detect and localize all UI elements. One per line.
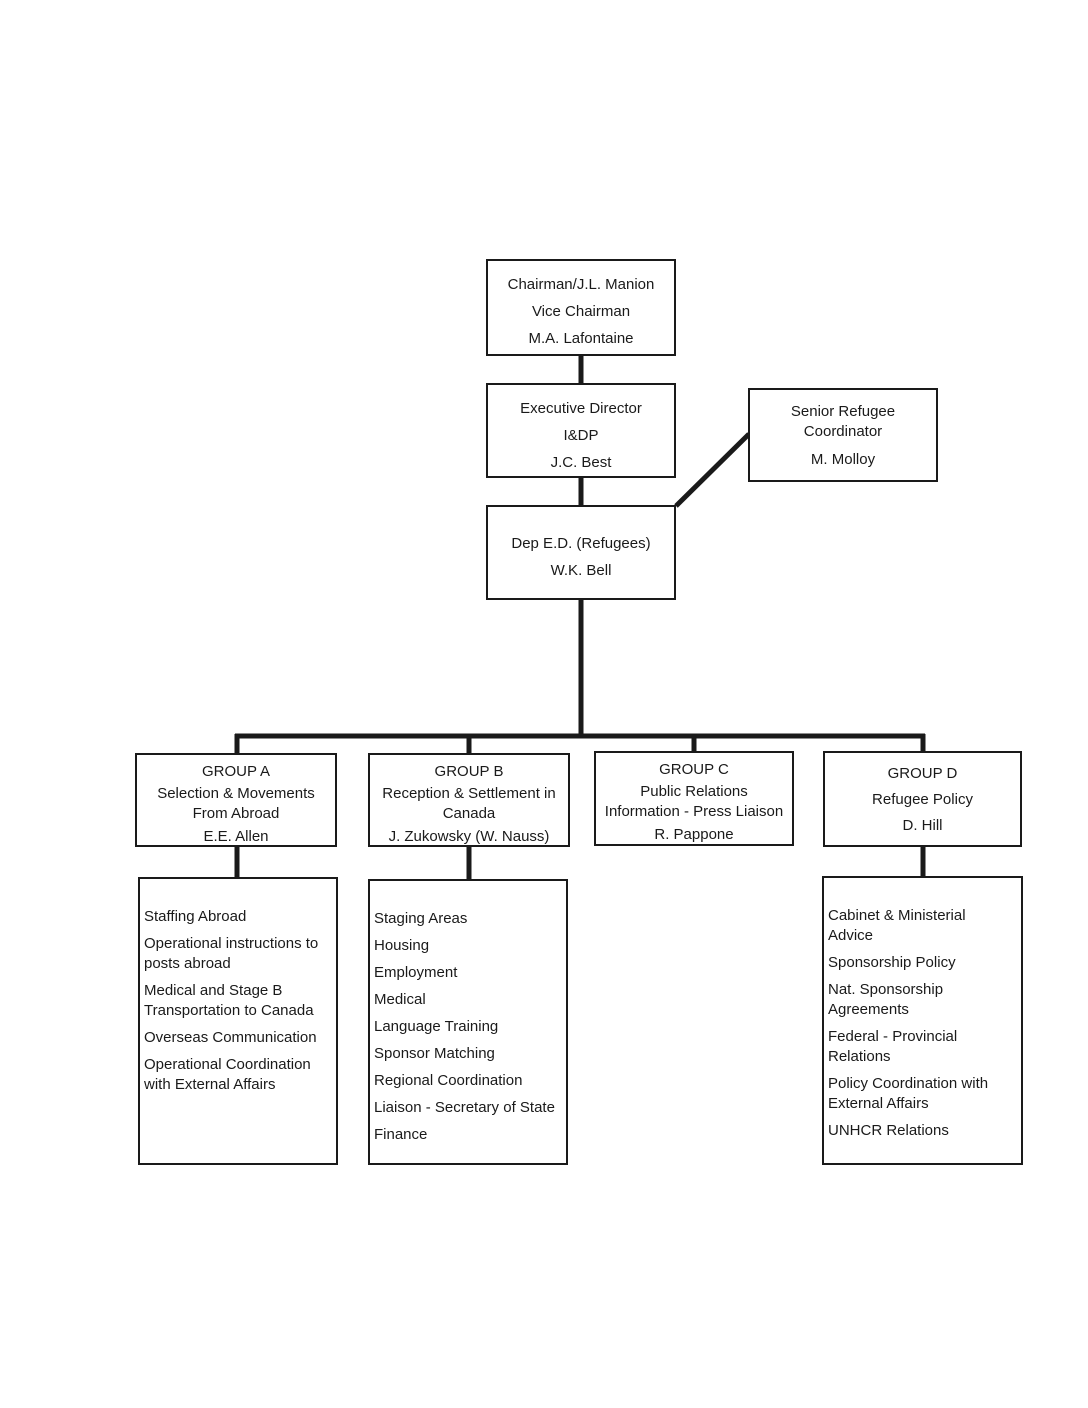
- node-vice-chairman-name: M.A. Lafontaine: [528, 330, 634, 347]
- group-a-title: Selection & Movements From Abroad: [157, 785, 315, 822]
- list-item: Nat. Sponsorship Agreements: [828, 981, 944, 1018]
- group-a-manager: E.E. Allen: [203, 828, 269, 845]
- group-b-title: Reception & Settlement in Canada: [382, 785, 556, 822]
- group-b-function-list: Staging Areas Housing Employment Medical…: [374, 909, 558, 1145]
- group-d-title: Refugee Policy: [872, 791, 973, 808]
- list-item: Sponsor Matching: [374, 1045, 495, 1062]
- node-deputy-ed-refugees: Dep E.D. (Refugees) W.K. Bell: [486, 505, 676, 600]
- connector-src-deped-diagonal: [674, 432, 751, 508]
- group-a-function-list: Staffing Abroad Operational instructions…: [144, 907, 328, 1095]
- group-c-label: GROUP C: [659, 761, 729, 778]
- list-item: Cabinet & Ministerial Advice: [828, 907, 966, 944]
- group-b-functions-box: Staging Areas Housing Employment Medical…: [368, 879, 568, 1165]
- group-b-manager: J. Zukowsky (W. Nauss): [388, 828, 550, 845]
- node-group-b: GROUP B Reception & Settlement in Canada…: [368, 753, 570, 847]
- list-item: Employment: [374, 964, 458, 981]
- node-senior-refugee-coordinator: Senior Refugee Coordinator M. Molloy: [748, 388, 938, 482]
- list-item: Operational instructions to posts abroad: [144, 935, 319, 972]
- node-deped-name: W.K. Bell: [550, 562, 612, 579]
- list-item: Operational Coordination with External A…: [144, 1056, 311, 1093]
- list-item: Finance: [374, 1126, 428, 1143]
- list-item: Overseas Communication: [144, 1029, 317, 1046]
- node-group-c: GROUP C Public Relations Information - P…: [594, 751, 794, 846]
- node-chairman-title: Chairman/J.L. Manion: [507, 276, 655, 293]
- group-a-functions-box: Staffing Abroad Operational instructions…: [138, 877, 338, 1165]
- node-chairman: Chairman/J.L. Manion Vice Chairman M.A. …: [486, 259, 676, 356]
- group-d-functions-box: Cabinet & Ministerial Advice Sponsorship…: [822, 876, 1023, 1165]
- node-group-a: GROUP A Selection & Movements From Abroa…: [135, 753, 337, 847]
- list-item: Policy Coordination with External Affair…: [828, 1075, 989, 1112]
- list-item: Federal - Provincial Relations: [828, 1028, 958, 1065]
- group-a-label: GROUP A: [201, 763, 271, 780]
- list-item: Staffing Abroad: [144, 908, 247, 925]
- list-item: Language Training: [374, 1018, 499, 1035]
- node-group-d: GROUP D Refugee Policy D. Hill: [823, 751, 1022, 847]
- node-executive-director: Executive Director I&DP J.C. Best: [486, 383, 676, 478]
- group-b-label: GROUP B: [434, 763, 504, 780]
- node-exec-dept: I&DP: [563, 427, 599, 444]
- list-item: Housing: [374, 937, 430, 954]
- node-src-name: M. Molloy: [810, 451, 876, 468]
- list-item: Medical: [374, 991, 426, 1008]
- group-c-title: Public Relations Information - Press Lia…: [604, 783, 784, 820]
- group-d-manager: D. Hill: [902, 817, 943, 834]
- group-d-label: GROUP D: [887, 765, 958, 782]
- list-item: Sponsorship Policy: [828, 954, 956, 971]
- group-c-manager: R. Pappone: [654, 826, 734, 843]
- node-exec-name: J.C. Best: [550, 454, 612, 471]
- list-item: Staging Areas: [374, 910, 468, 927]
- node-exec-title: Executive Director: [520, 400, 642, 417]
- list-item: Medical and Stage B Transportation to Ca…: [144, 982, 314, 1019]
- list-item: Regional Coordination: [374, 1072, 523, 1089]
- node-deped-title: Dep E.D. (Refugees): [511, 535, 651, 552]
- list-item: Liaison - Secretary of State: [374, 1099, 555, 1116]
- node-vice-chairman-title: Vice Chairman: [531, 303, 631, 320]
- list-item: UNHCR Relations: [828, 1122, 949, 1139]
- group-d-function-list: Cabinet & Ministerial Advice Sponsorship…: [828, 906, 1013, 1141]
- node-src-title: Senior Refugee Coordinator: [790, 403, 896, 440]
